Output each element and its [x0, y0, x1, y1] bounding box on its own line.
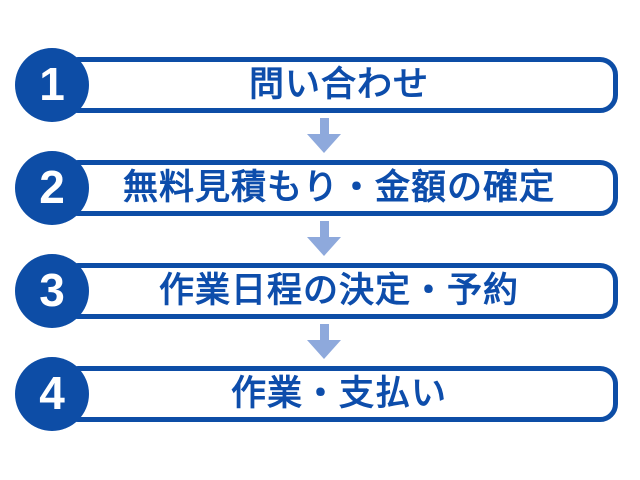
- arrow-stem: [319, 324, 329, 340]
- step-number-badge: 2: [15, 151, 89, 225]
- step-number-badge: 3: [15, 254, 89, 328]
- step-label: 作業・支払い: [230, 373, 447, 413]
- arrow-head: [307, 340, 341, 359]
- arrow-head: [307, 134, 341, 153]
- step-number: 1: [39, 57, 65, 110]
- arrow-head: [307, 237, 341, 256]
- step-pill: 作業日程の決定・予約: [60, 263, 618, 319]
- step-row-1: 問い合わせ 1: [0, 48, 640, 122]
- step-number-badge: 4: [15, 357, 89, 431]
- arrow-stem: [319, 118, 329, 134]
- down-arrow-icon: [307, 118, 341, 153]
- step-number: 4: [39, 366, 65, 419]
- step-pill: 作業・支払い: [60, 366, 618, 422]
- step-label: 無料見積もり・金額の確定: [122, 167, 555, 207]
- step-pill: 問い合わせ: [60, 57, 618, 113]
- step-row-4: 作業・支払い 4: [0, 357, 640, 431]
- step-label: 作業日程の決定・予約: [158, 270, 519, 310]
- step-number: 3: [39, 263, 65, 316]
- arrow-stem: [319, 221, 329, 237]
- down-arrow-icon: [307, 221, 341, 256]
- step-row-3: 作業日程の決定・予約 3: [0, 254, 640, 328]
- step-label: 問い合わせ: [248, 64, 429, 104]
- down-arrow-icon: [307, 324, 341, 359]
- step-pill: 無料見積もり・金額の確定: [60, 160, 618, 216]
- step-number-badge: 1: [15, 48, 89, 122]
- step-number: 2: [39, 160, 65, 213]
- step-row-2: 無料見積もり・金額の確定 2: [0, 151, 640, 225]
